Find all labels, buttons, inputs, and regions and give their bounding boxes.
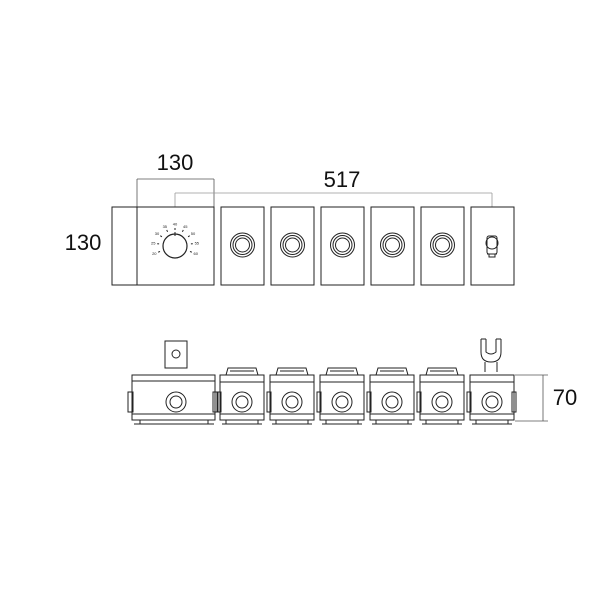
- valve-outlet: [431, 391, 453, 413]
- button-ring: [382, 235, 403, 255]
- holder-panel: [470, 206, 515, 286]
- push-button: [335, 237, 350, 253]
- scale-tick: [166, 229, 169, 233]
- valve-body: [269, 374, 315, 421]
- dim-label-70-depth: 70: [553, 385, 577, 410]
- valve-body: [369, 374, 415, 421]
- scale-label: 20: [152, 251, 157, 256]
- button-module: [320, 206, 365, 286]
- scale-label: 50: [191, 231, 196, 236]
- valve-body: [469, 374, 515, 421]
- scale-tick: [189, 251, 193, 253]
- scale-label: 25: [151, 241, 156, 246]
- dimension-130-height: 130: [65, 230, 102, 255]
- button-cap: [425, 367, 459, 376]
- scale-label: 30: [155, 231, 160, 236]
- button-module-panel: [320, 206, 365, 286]
- scale-label: 45: [183, 224, 188, 229]
- dim-label-130-width: 130: [157, 150, 194, 175]
- button-outer-ring: [380, 232, 405, 258]
- push-button: [285, 237, 300, 253]
- dimension-70-depth: 70: [515, 374, 577, 422]
- button-cap: [325, 367, 359, 376]
- scale-label: 60: [193, 251, 198, 256]
- valve-module-side: [266, 367, 315, 425]
- side-view: 70: [127, 338, 577, 425]
- valve-outlet: [281, 391, 303, 413]
- thermostat-panel: [136, 206, 215, 286]
- end-cap: [511, 391, 517, 413]
- button-modules: [220, 206, 465, 286]
- button-outer-ring: [330, 232, 355, 258]
- button-module: [220, 206, 265, 286]
- handshower-holder-icon: [485, 235, 499, 258]
- mounting-bracket-hole: [171, 349, 181, 359]
- valve-body: [419, 374, 465, 421]
- valve-outlet: [331, 391, 353, 413]
- button-ring: [332, 235, 353, 255]
- button-outer-ring: [280, 232, 305, 258]
- valve-outlet: [481, 391, 503, 413]
- valve-outlet: [381, 391, 403, 413]
- button-ring: [282, 235, 303, 255]
- scale-tick: [157, 251, 161, 253]
- dim-label-130-height: 130: [65, 230, 102, 255]
- button-module: [370, 206, 415, 286]
- button-outer-ring: [230, 232, 255, 258]
- push-button: [235, 237, 250, 253]
- valve-module-side: [416, 367, 465, 425]
- button-module: [270, 206, 315, 286]
- push-button: [385, 237, 400, 253]
- button-module-panel: [420, 206, 465, 286]
- scale-label: 55: [195, 241, 200, 246]
- dim-label-517-width: 517: [324, 167, 361, 192]
- scale-tick: [181, 229, 184, 233]
- valve-body: [319, 374, 365, 421]
- valve-outlet: [231, 391, 253, 413]
- thermostat-body: [131, 374, 216, 421]
- scale-tick: [160, 235, 163, 238]
- button-cap: [275, 367, 309, 376]
- thermostat-knob: [162, 233, 188, 259]
- button-cap: [375, 367, 409, 376]
- thermostat-outlet: [165, 391, 187, 413]
- valve-modules-side: [216, 367, 517, 425]
- valve-module-side: [366, 367, 415, 425]
- valve-body: [219, 374, 265, 421]
- dimension-517-width: 517: [174, 167, 493, 207]
- button-ring: [232, 235, 253, 255]
- valve-module-side: [316, 367, 365, 425]
- button-module: [420, 206, 465, 286]
- scale-tick: [187, 235, 190, 238]
- valve-module-side: [216, 367, 265, 425]
- valve-module-side: [466, 374, 515, 425]
- button-module-panel: [270, 206, 315, 286]
- scale-label: 40: [173, 222, 178, 227]
- dimension-130-width: 130: [136, 150, 215, 207]
- button-module-panel: [220, 206, 265, 286]
- button-module-panel: [370, 206, 415, 286]
- mounting-bracket: [164, 340, 188, 369]
- button-outer-ring: [430, 232, 455, 258]
- button-cap: [225, 367, 259, 376]
- push-button: [435, 237, 450, 253]
- button-ring: [432, 235, 453, 255]
- scale-label: 35: [163, 224, 168, 229]
- handshower-holder-side: [480, 338, 502, 372]
